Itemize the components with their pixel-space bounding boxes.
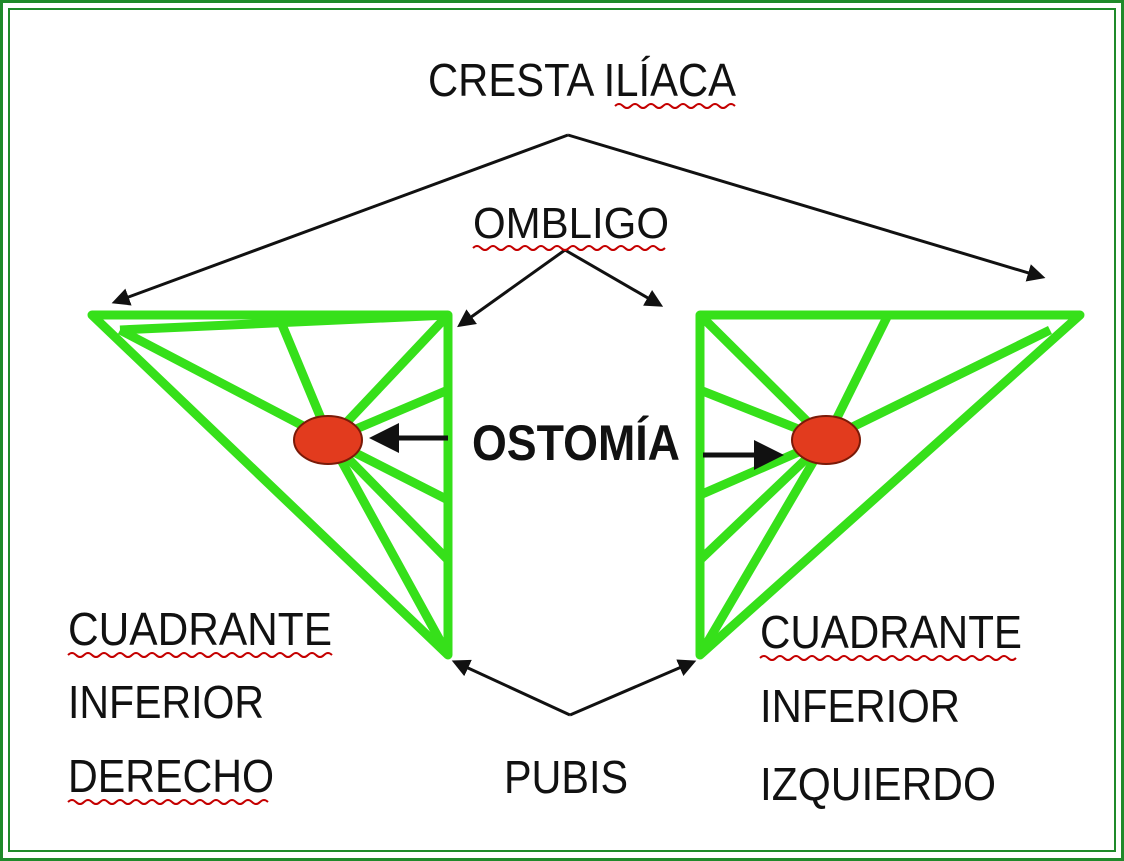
- pubis-arrows: [451, 659, 697, 717]
- iliac-arrow-left: [111, 133, 569, 306]
- pubis-arrow-left: [451, 659, 571, 717]
- ostomy-label: OSTOMÍA: [472, 415, 680, 471]
- iliac-crest-label: CRESTA ILÍACA: [428, 54, 736, 106]
- pubis-arrow-right: [569, 659, 697, 717]
- right-quadrant-triangle: [695, 310, 1085, 660]
- ostomy-arrows: [369, 423, 784, 470]
- spellcheck-underline: [67, 799, 269, 805]
- navel-arrows: [457, 248, 664, 328]
- spellcheck-underline: [614, 103, 736, 109]
- pubis-label: PUBIS: [504, 751, 628, 803]
- right-quadrant-line-1: CUADRANTE: [760, 606, 1022, 658]
- left-stoma: [293, 415, 363, 465]
- iliac-crest-arrows: [111, 133, 1046, 306]
- spellcheck-underline: [472, 245, 666, 251]
- left-quadrant-label: CUADRANTE INFERIOR DERECHO: [67, 603, 333, 805]
- right-quadrant-label: CUADRANTE INFERIOR IZQUIERDO: [759, 606, 1022, 810]
- right-quadrant-line-3: IZQUIERDO: [760, 758, 996, 810]
- left-quadrant-line-3: DERECHO: [68, 750, 274, 802]
- navel-arrow-right: [564, 248, 664, 307]
- iliac-arrow-right: [567, 133, 1046, 282]
- navel-arrow-left: [457, 248, 566, 328]
- left-quadrant-line-2: INFERIOR: [68, 676, 264, 728]
- spellcheck-underline: [67, 652, 333, 658]
- spellcheck-underline: [759, 655, 1017, 661]
- right-stoma: [791, 415, 861, 465]
- left-quadrant-line-1: CUADRANTE: [68, 603, 332, 655]
- navel-label: OMBLIGO: [473, 199, 669, 248]
- right-quadrant-line-2: INFERIOR: [760, 680, 960, 732]
